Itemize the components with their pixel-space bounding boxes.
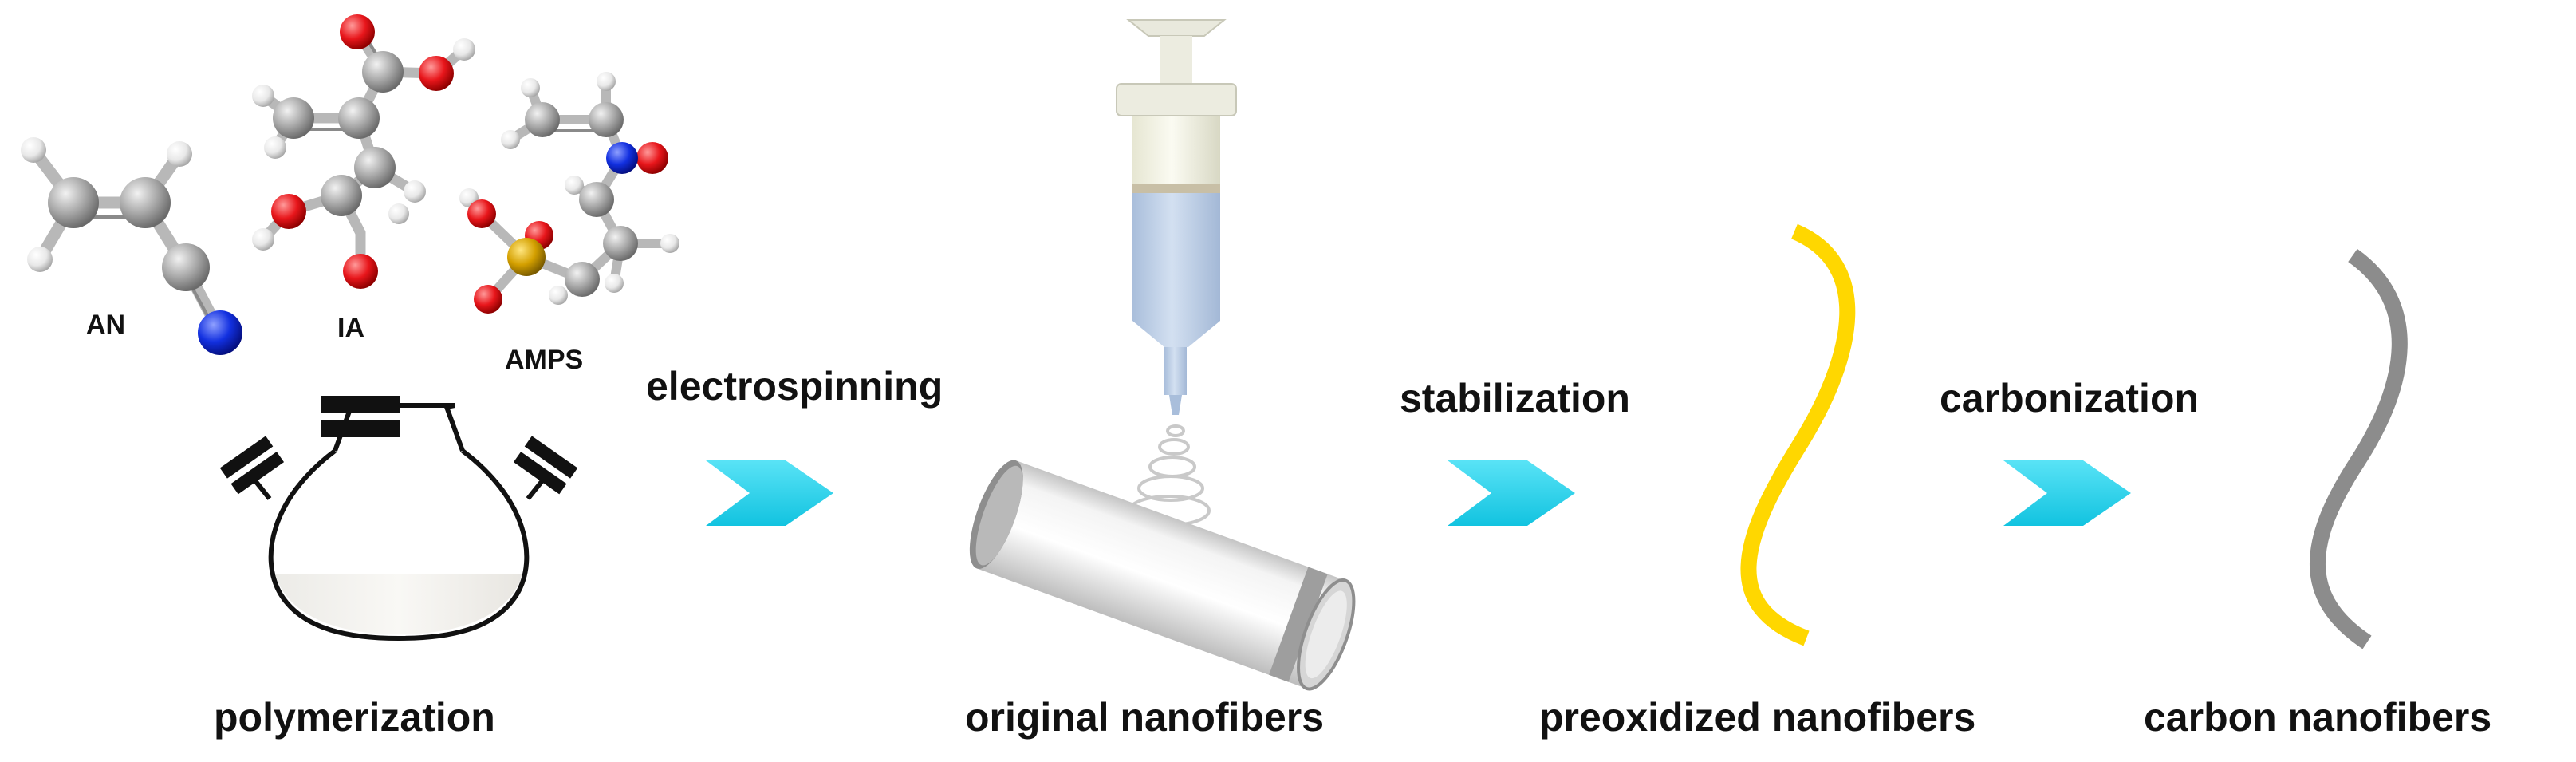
- stage-preoxidized-nanofibers: preoxidized nanofibers: [1539, 695, 1976, 740]
- preoxidized-fiber-icon: [1740, 223, 1856, 646]
- syringe-icon: [1116, 19, 1237, 415]
- carbon-fiber-icon: [2310, 248, 2408, 649]
- ia-label: IA: [337, 313, 364, 343]
- stage-carbon-nanofibers: carbon nanofibers: [2144, 695, 2492, 740]
- arrow-carbonization: [2003, 460, 2131, 526]
- amps-label: AMPS: [505, 345, 584, 375]
- three-neck-flask-icon: [219, 396, 578, 642]
- arrow-electrospinning: [706, 460, 833, 526]
- ia-molecule: [252, 14, 475, 289]
- step-stabilization: stabilization: [1400, 376, 1630, 420]
- stage-original-nanofibers: original nanofibers: [965, 695, 1325, 740]
- arrow-stabilization: [1448, 460, 1575, 526]
- collector-drum-icon: [969, 460, 1356, 691]
- an-molecule: [21, 137, 242, 355]
- spiral-jet-icon: [1128, 424, 1211, 527]
- step-carbonization: carbonization: [1940, 376, 2200, 420]
- stage-polymerization: polymerization: [214, 695, 495, 740]
- an-label: AN: [86, 310, 126, 340]
- step-electrospinning: electrospinning: [646, 364, 943, 409]
- amps-molecule: [459, 72, 679, 314]
